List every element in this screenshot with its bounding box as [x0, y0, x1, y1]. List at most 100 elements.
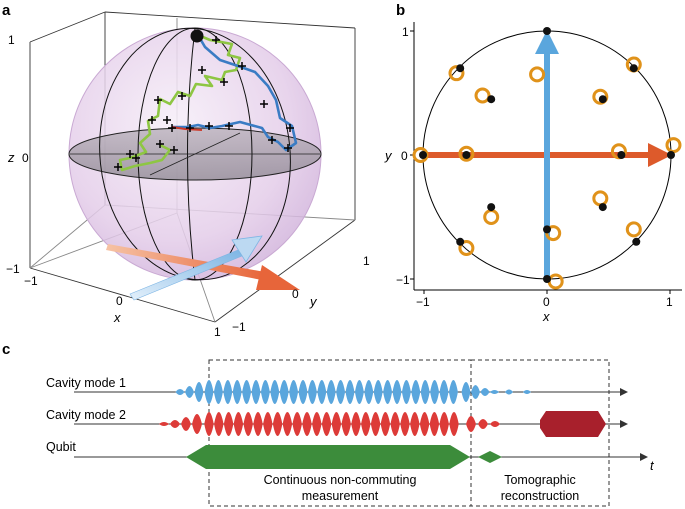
mode1-pulse-12: [317, 380, 327, 404]
b-x-tick-left: −1: [416, 295, 430, 309]
mode1-pulse-22: [411, 380, 421, 404]
sphere-axes: [70, 132, 320, 176]
mode1-pulse-23: [420, 380, 430, 404]
mode2-pulse-11: [312, 412, 322, 436]
a-z-tick-top: 1: [8, 33, 15, 47]
mode2-pulse-9: [292, 412, 302, 436]
mode1-pulse-tail-0: [461, 382, 471, 402]
mode2-pulse-tail-0: [466, 416, 476, 432]
b-orange-point-7: [458, 145, 475, 162]
mode2-pulse-7: [272, 412, 283, 436]
panel-b-label: b: [396, 2, 405, 19]
mode2-pulse-15: [351, 412, 361, 436]
mode1-pulse-16: [354, 380, 364, 404]
b-orange-point-0: [529, 66, 546, 83]
mode1-pulse-25: [439, 380, 449, 404]
mode1-pulse-5: [251, 380, 261, 404]
mode1-pulse-10: [298, 380, 308, 404]
b-black-point-11: [543, 225, 551, 234]
trajectory-markers: [114, 36, 294, 171]
measurement-label-line2: measurement: [302, 489, 379, 503]
mode2-pulse-20: [400, 412, 410, 436]
mode1-pulse-ramp-0: [175, 389, 185, 395]
b-orange-point-2: [448, 65, 465, 82]
a-y-axis-label: y: [309, 294, 318, 309]
mode1-pulse-19: [383, 380, 393, 404]
cavity-mode-2-pulses: [159, 412, 500, 436]
b-black-point-7: [462, 151, 471, 159]
mode2-pulse-12: [321, 412, 332, 436]
mode1-pulse-14: [336, 380, 346, 404]
b-orange-point-9: [483, 209, 500, 225]
b-y-tick-mid: 0: [401, 149, 408, 163]
mode1-pulse-24: [430, 380, 440, 404]
b-data-points: [412, 27, 682, 290]
mode1-pulse-20: [392, 380, 402, 404]
mode2-pulse-ramp-0: [159, 422, 169, 426]
panel-a-label: a: [2, 2, 11, 19]
mode1-pulse-tail-small: [505, 389, 513, 395]
mode2-pulse-14: [341, 412, 351, 436]
mode1-pulse-4: [242, 380, 252, 404]
qubit-drive-pulse: [186, 445, 470, 469]
a-z-axis-label: z: [7, 150, 15, 165]
trajectory-red-segment: [171, 126, 203, 131]
row-label-cavity-mode-2: Cavity mode 2: [46, 408, 126, 422]
mode1-pulse-ramp-1: [185, 386, 194, 398]
mode1-pulse-13: [326, 380, 336, 404]
panel-c: c Cavity mode 1 Cavity mode 2 Qubit t Co…: [2, 341, 655, 507]
b-x-tick-right: 1: [666, 295, 673, 309]
row2-arrow-head: [620, 420, 628, 428]
b-orange-point-12: [458, 240, 475, 256]
trajectory-green: [118, 33, 242, 172]
a-y-tick-mid: 0: [292, 287, 299, 301]
b-black-point-9: [487, 203, 496, 212]
a-x-tick-mid: 0: [116, 294, 123, 308]
b-orange-point-6: [665, 137, 682, 154]
mode1-pulse-11: [307, 380, 317, 404]
mode1-pulse-21: [401, 380, 411, 404]
mode1-pulse-17: [364, 380, 374, 404]
mode2-pulse-16: [361, 412, 371, 436]
panel-b: b 1 y 0 −1 −1 0 1 x: [384, 2, 682, 324]
mode2-pulse-21: [410, 412, 420, 436]
mode1-pulse-8: [279, 380, 289, 404]
a-y-tick-bottom: −1: [232, 320, 246, 334]
mode1-pulse-18: [373, 380, 383, 404]
panel-c-label: c: [2, 341, 10, 358]
b-y-tick-top: 1: [402, 25, 409, 39]
tomography-box: [470, 359, 610, 507]
mode2-pulse-5: [253, 412, 263, 436]
row-label-cavity-mode-1: Cavity mode 1: [46, 376, 126, 390]
mode2-pulse-8: [282, 412, 293, 436]
trajectory-blue: [172, 34, 298, 152]
mode1-pulse-tail-3: [490, 390, 499, 394]
floor-vectors: [106, 235, 300, 301]
mode2-pulse-18: [380, 412, 391, 436]
mode2-pulse-24: [439, 412, 449, 436]
panel-a: a: [2, 2, 370, 339]
b-orange-point-3: [474, 87, 491, 104]
mode1-pulse-7: [270, 380, 280, 404]
mode2-pulse-1: [214, 412, 224, 436]
qubit-tomography-pulse: [478, 451, 502, 463]
mode1-pulse-15: [345, 380, 355, 404]
row-label-qubit: Qubit: [46, 440, 76, 454]
b-black-point-6: [667, 151, 675, 159]
b-orange-point-10: [592, 190, 609, 207]
mode1-pulse-0: [204, 380, 214, 404]
mode2-pulse-13: [331, 412, 342, 436]
mode1-pulse-9: [289, 380, 299, 404]
mode2-pulse-10: [302, 412, 312, 436]
mode2-pulse-25: [449, 412, 459, 436]
b-black-point-2: [456, 64, 465, 73]
mode2-pulse-22: [419, 412, 430, 436]
mode1-pulse-6: [260, 380, 270, 404]
mode1-pulse-3: [232, 380, 242, 404]
b-black-point-0: [543, 27, 551, 35]
b-black-point-3: [487, 95, 496, 104]
mode2-pulse-3: [233, 412, 244, 436]
b-black-point-10: [598, 203, 607, 212]
b-x-vector: [422, 143, 672, 167]
